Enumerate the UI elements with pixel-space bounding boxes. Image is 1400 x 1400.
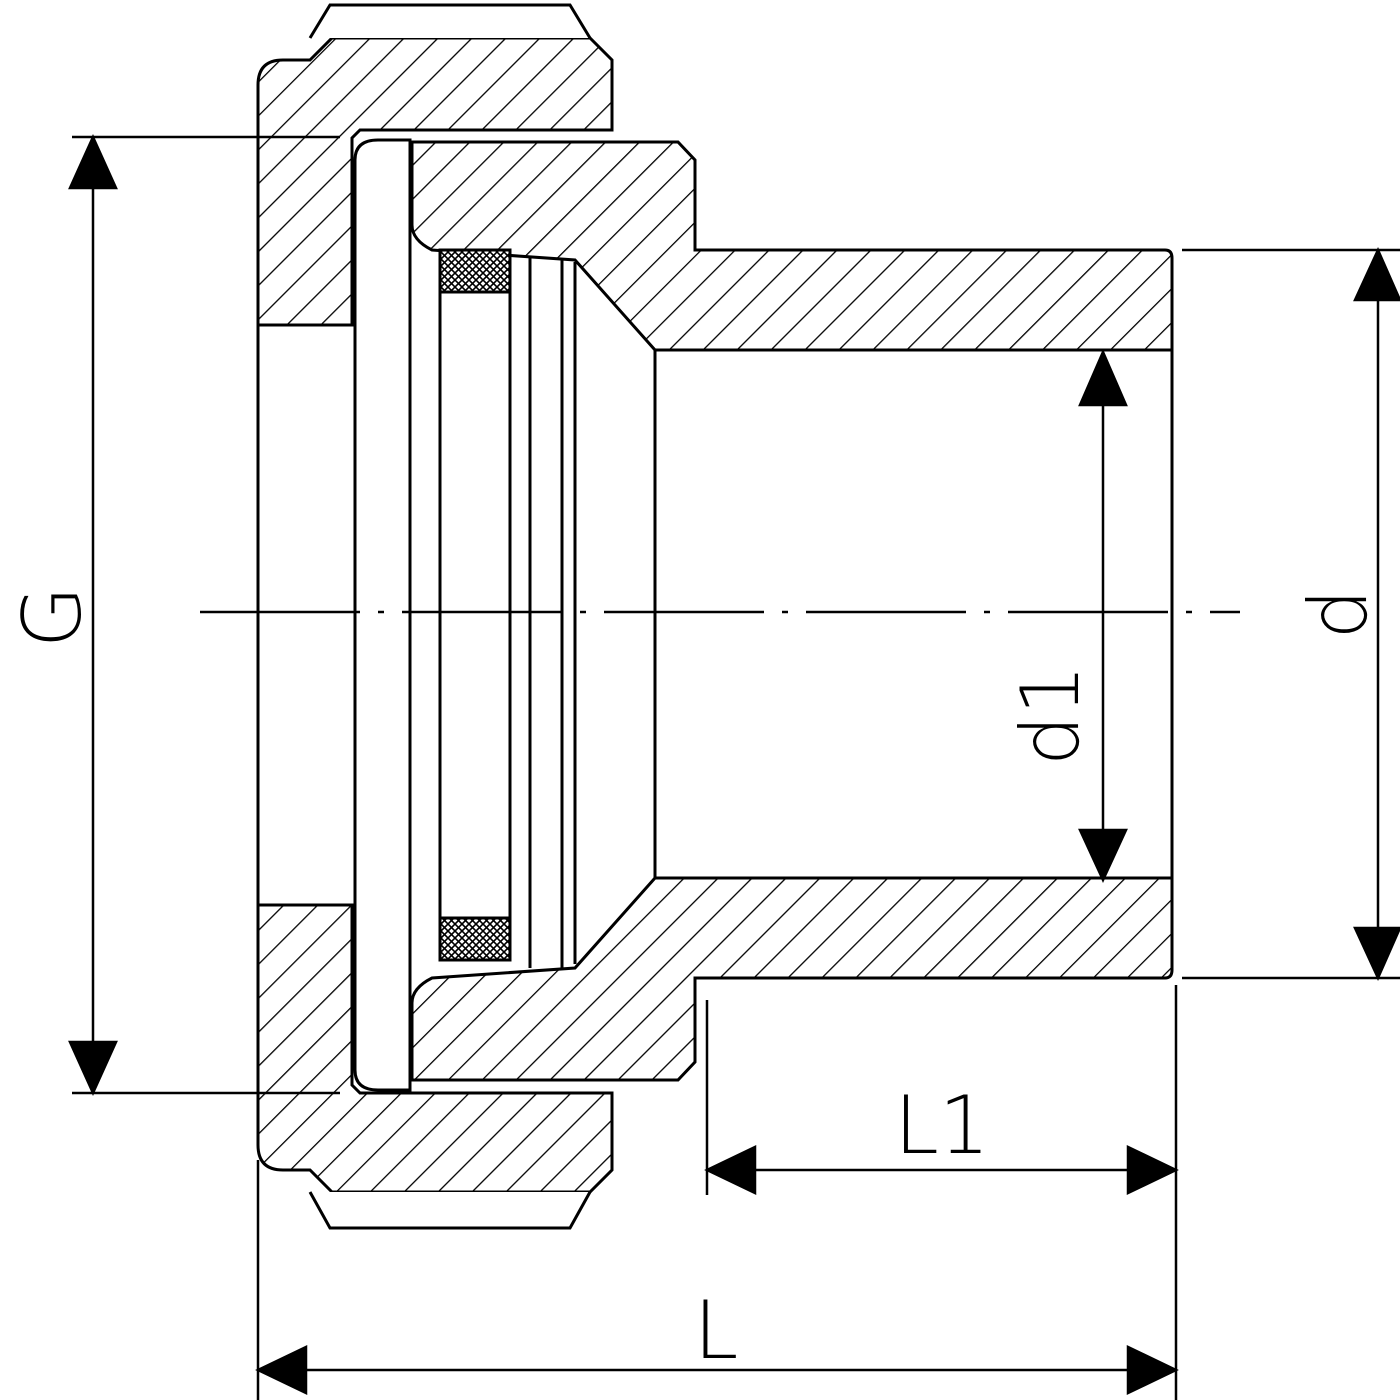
dimension-l xyxy=(255,1160,1179,1400)
label-l: L xyxy=(694,1284,739,1377)
socket-body-bottom xyxy=(410,876,1174,1082)
dimension-l1 xyxy=(704,985,1179,1400)
dimension-d xyxy=(1182,246,1400,982)
sealing-ring-bottom xyxy=(438,916,512,962)
union-nut xyxy=(256,3,614,1230)
socket-body xyxy=(410,140,1174,1082)
label-l1: L1 xyxy=(894,1079,989,1172)
union-nut-top-ridge xyxy=(308,3,592,39)
union-nut-top xyxy=(256,36,614,327)
socket-body-top xyxy=(410,140,1174,352)
union-nut-bottom xyxy=(256,903,614,1194)
dimension-g xyxy=(68,133,340,1097)
label-d: d xyxy=(1292,589,1385,640)
union-nut-bottom-ridge xyxy=(308,1191,592,1230)
label-g: G xyxy=(6,586,99,648)
label-d1: d1 xyxy=(1004,664,1097,766)
sealing-ring-top xyxy=(438,248,512,294)
flange-ring xyxy=(353,138,412,1092)
dimension-d1 xyxy=(1078,348,1128,883)
sealing-ring xyxy=(438,248,512,962)
